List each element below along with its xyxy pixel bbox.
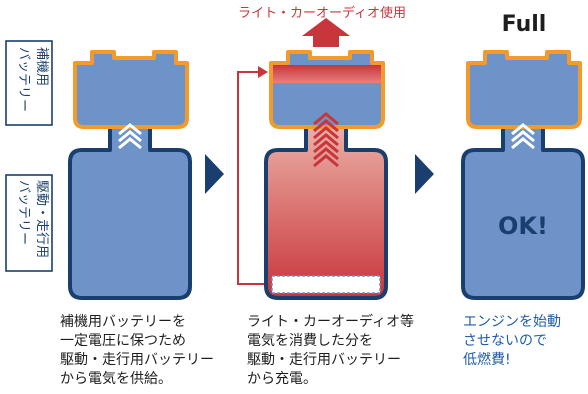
full-label: Full xyxy=(502,12,547,37)
stage-1-caption-line: から電気を供給。 xyxy=(60,371,172,387)
stage-2-caption-line: ライト・カーオーディオ等 xyxy=(247,314,415,330)
charge-return-line xyxy=(237,71,270,285)
aux-label-line-1: 補機用 xyxy=(34,47,49,86)
stage-2-caption-line: 駆動・走行用バッテリー xyxy=(247,352,401,368)
stage-2-aux-charge-band xyxy=(273,65,381,83)
stage-3-caption-line: 低燃費! xyxy=(463,352,511,368)
stage-2-drive-battery xyxy=(264,122,388,300)
stage-1-caption-line: 補機用バッテリーを xyxy=(60,314,186,330)
stage-3-caption-line: させないので xyxy=(463,333,547,349)
drive-label-line-1: 駆動・走行用 xyxy=(34,180,49,258)
stage-1-drive-battery xyxy=(68,122,192,300)
stage-1-caption: 補機用バッテリーを 一定電圧に保つため 駆動・走行用バッテリー から電気を供給。 xyxy=(60,313,214,389)
stage-1-caption-line: 駆動・走行用バッテリー xyxy=(60,352,214,368)
usage-up-arrow xyxy=(302,18,350,47)
aux-label-line-2: バッテリー xyxy=(16,47,31,112)
stage-1-battery xyxy=(68,50,192,300)
drive-battery-label: 駆動・走行用 バッテリー xyxy=(5,174,53,272)
stage-2-caption-line: から充電。 xyxy=(247,371,317,387)
stage-arrow-2 xyxy=(415,154,434,194)
stage-2-caption: ライト・カーオーディオ等 電気を消費した分を 駆動・走行用バッテリー から充電。 xyxy=(247,313,414,389)
aux-battery-label: 補機用 バッテリー xyxy=(5,40,53,126)
drive-label-line-2: バッテリー xyxy=(16,180,31,245)
stage-1-aux-battery xyxy=(73,50,189,129)
charge-return-arrowhead xyxy=(258,66,268,78)
usage-label: ライト・カーオーディオ使用 xyxy=(238,5,406,21)
stage-3-drive-battery xyxy=(461,122,585,300)
stage-3-flow-chevrons xyxy=(511,123,535,150)
stage-1-caption-line: 一定電圧に保つため xyxy=(60,333,186,349)
stage-3-caption-line: エンジンを始動 xyxy=(463,314,561,330)
stage-2-consumed-portion xyxy=(271,275,381,294)
stage-3-battery xyxy=(461,50,585,300)
ok-label: OK! xyxy=(498,212,548,240)
stage-1-flow-chevrons xyxy=(118,123,142,150)
stage-2-flow-chevrons xyxy=(313,112,339,168)
stage-2-battery xyxy=(237,18,388,300)
stage-3-aux-battery xyxy=(466,50,582,129)
stage-arrow-1 xyxy=(205,154,224,194)
stage-3-caption: エンジンを始動 させないので 低燃費! xyxy=(463,313,561,370)
stage-2-caption-line: 電気を消費した分を xyxy=(247,333,373,349)
